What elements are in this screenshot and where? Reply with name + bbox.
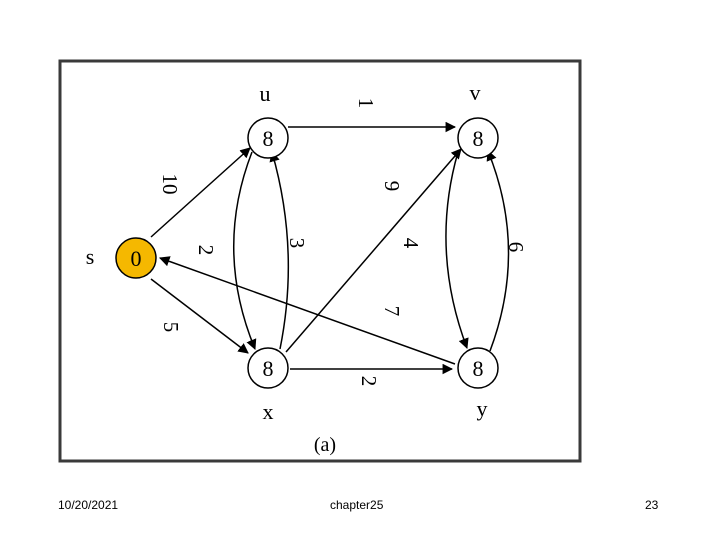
weight-y-s: 7 bbox=[380, 306, 404, 317]
node-u: 8 bbox=[247, 117, 289, 159]
node-v-value: 8 bbox=[473, 126, 484, 151]
node-x-label: x bbox=[263, 399, 274, 424]
node-y-label: y bbox=[477, 396, 488, 421]
edge-y-v bbox=[486, 150, 510, 352]
weight-u-x: 2 bbox=[194, 245, 218, 256]
node-v-label: v bbox=[470, 80, 481, 105]
node-s-label: s bbox=[86, 244, 95, 269]
node-s-circle bbox=[115, 237, 157, 279]
node-y-value: 8 bbox=[473, 356, 484, 381]
weight-y-v: 6 bbox=[504, 242, 528, 253]
weight-s-x: 5 bbox=[159, 322, 183, 333]
node-v: 8 bbox=[457, 117, 499, 159]
node-y: 8 bbox=[457, 347, 499, 389]
edge-v-y bbox=[445, 151, 469, 349]
node-u-value: 8 bbox=[263, 126, 274, 151]
node-x: 8 bbox=[247, 347, 289, 389]
node-x-circle bbox=[247, 347, 289, 389]
edge-s-x bbox=[150, 278, 249, 354]
edge-u-x bbox=[232, 151, 257, 350]
weight-x-y: 2 bbox=[357, 376, 381, 387]
node-v-circle bbox=[457, 117, 499, 159]
edge-s-u bbox=[150, 147, 251, 238]
weight-x-v: 9 bbox=[380, 181, 404, 192]
weight-u-v: 1 bbox=[354, 98, 378, 109]
footer-date: 10/20/2021 bbox=[58, 498, 119, 512]
node-s-value: 0 bbox=[131, 246, 142, 271]
footer-title: chapter25 bbox=[330, 498, 384, 512]
footer-page-number: 23 bbox=[645, 498, 659, 512]
node-s: 0 bbox=[115, 237, 157, 279]
weight-s-u: 10 bbox=[158, 174, 182, 195]
weight-x-u: 3 bbox=[285, 238, 309, 249]
edge-x-v bbox=[285, 148, 462, 353]
node-u-circle bbox=[247, 117, 289, 159]
edge-x-u bbox=[269, 150, 290, 350]
node-u-label: u bbox=[260, 81, 271, 106]
node-y-circle bbox=[457, 347, 499, 389]
node-x-value: 8 bbox=[263, 356, 274, 381]
weight-v-y: 4 bbox=[399, 238, 423, 249]
slide-frame bbox=[58, 59, 582, 463]
figure-caption: (a) bbox=[314, 434, 336, 456]
edge-y-s bbox=[159, 256, 456, 365]
